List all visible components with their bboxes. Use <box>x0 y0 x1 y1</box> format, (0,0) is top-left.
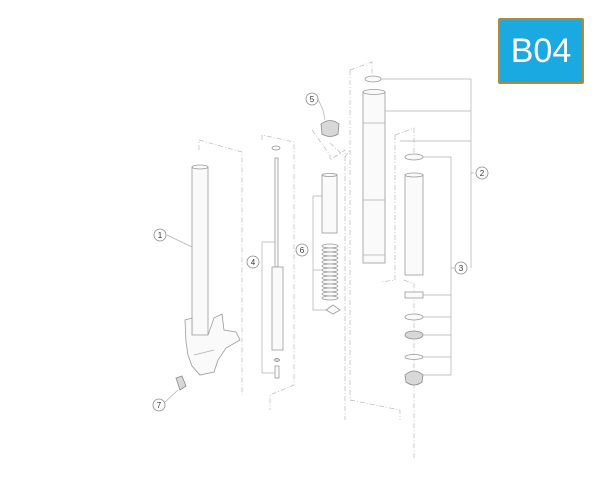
part-1-fork-leg[interactable] <box>184 164 241 376</box>
spring-coil <box>321 255 339 261</box>
spring-coil <box>321 247 339 253</box>
svg-text:4: 4 <box>251 258 256 267</box>
section-badge: B04 <box>498 18 584 84</box>
spring-coil <box>321 275 339 281</box>
callout-2[interactable]: 2 <box>475 166 489 180</box>
spring-coil <box>321 259 339 265</box>
svg-text:2: 2 <box>480 169 485 178</box>
spring-coil <box>321 263 339 269</box>
svg-text:3: 3 <box>459 264 464 273</box>
spring-coil <box>321 251 339 257</box>
spring-coil <box>321 267 339 273</box>
callout-1[interactable]: 1 <box>153 228 167 242</box>
spring-coil <box>321 283 339 289</box>
part-2-outer-tube[interactable] <box>362 75 386 264</box>
spring-coil <box>321 279 339 285</box>
callout-3[interactable]: 3 <box>454 261 468 275</box>
part-3-inner-tube-seals[interactable] <box>404 153 424 386</box>
spring-coil <box>321 287 339 293</box>
part-7-bleed-screw[interactable] <box>175 375 187 391</box>
assembly-dash-lines <box>198 61 415 460</box>
part-4-cartridge[interactable] <box>271 145 284 379</box>
callout-4[interactable]: 4 <box>246 255 260 269</box>
svg-text:7: 7 <box>157 401 162 410</box>
part-5-top-cap[interactable] <box>320 120 340 137</box>
callout-7[interactable]: 7 <box>152 398 166 412</box>
part-6-spacer-spring[interactable] <box>321 173 341 315</box>
svg-text:6: 6 <box>300 246 305 255</box>
spring-coil <box>321 295 339 301</box>
leader-lines <box>164 78 474 403</box>
spring-coil <box>321 291 339 297</box>
callout-6[interactable]: 6 <box>295 243 309 257</box>
spring-coil <box>321 243 339 249</box>
callout-5[interactable]: 5 <box>305 92 319 106</box>
spring-coil <box>321 271 339 277</box>
svg-text:1: 1 <box>158 231 163 240</box>
svg-text:5: 5 <box>310 95 315 104</box>
